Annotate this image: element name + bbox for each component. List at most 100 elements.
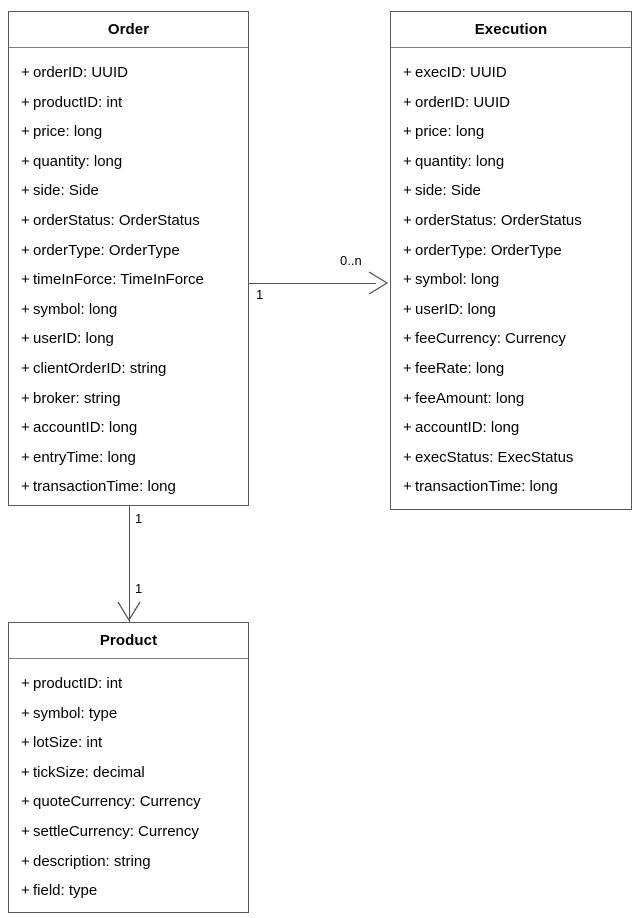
arrowhead-open-icon <box>117 601 141 622</box>
visibility-marker: + <box>403 152 412 170</box>
attribute-row: +orderType: OrderType <box>391 236 631 266</box>
visibility-marker: + <box>21 419 30 437</box>
attribute-text: execID: UUID <box>415 64 507 81</box>
attribute-text: feeRate: long <box>415 359 505 377</box>
attribute-text: broker: string <box>33 389 121 407</box>
attribute-row: +productID: int <box>9 669 248 699</box>
attribute-row: +feeCurrency: Currency <box>391 324 631 354</box>
visibility-marker: + <box>403 389 412 407</box>
class-title-product: Product <box>9 623 248 659</box>
class-attributes-product: +productID: int +symbol: type +lotSize: … <box>9 659 248 914</box>
association-line-order-product[interactable] <box>129 506 130 622</box>
uml-class-product[interactable]: Product +productID: int +symbol: type +l… <box>8 622 249 913</box>
multiplicity-label-order-product-target: 1 <box>135 581 143 596</box>
attribute-row: +feeAmount: long <box>391 384 631 414</box>
attribute-row: +symbol: long <box>391 265 631 295</box>
multiplicity-label-order-execution-target: 0..n <box>340 253 362 268</box>
attribute-row: +clientOrderID: string <box>9 354 248 384</box>
attribute-row: +symbol: long <box>9 295 248 325</box>
attribute-row: +orderStatus: OrderStatus <box>391 206 631 236</box>
attribute-text: side: Side <box>415 182 481 200</box>
attribute-row: +price: long <box>391 117 631 147</box>
visibility-marker: + <box>21 448 30 466</box>
attribute-text: price: long <box>415 123 485 141</box>
visibility-marker: + <box>21 359 30 377</box>
visibility-marker: + <box>21 123 30 141</box>
visibility-marker: + <box>21 182 30 200</box>
attribute-text: feeCurrency: Currency <box>415 330 566 348</box>
attribute-text: description: string <box>33 852 151 870</box>
visibility-marker: + <box>403 300 412 318</box>
attribute-text: productID: int <box>33 675 123 692</box>
attribute-row: +broker: string <box>9 384 248 414</box>
attribute-row: +price: long <box>9 117 248 147</box>
class-attributes-execution: +execID: UUID +orderID: UUID +price: lon… <box>391 48 631 510</box>
attribute-row: +orderStatus: OrderStatus <box>9 206 248 236</box>
attribute-text: symbol: type <box>33 704 118 722</box>
visibility-marker: + <box>21 822 30 840</box>
visibility-marker: + <box>21 704 30 722</box>
visibility-marker: + <box>403 359 412 377</box>
attribute-text: transactionTime: long <box>33 478 176 496</box>
attribute-text: orderType: OrderType <box>415 241 562 259</box>
attribute-text: clientOrderID: string <box>33 359 167 377</box>
attribute-text: quantity: long <box>415 152 505 170</box>
attribute-row: +userID: long <box>9 324 248 354</box>
attribute-text: entryTime: long <box>33 448 136 466</box>
uml-class-order[interactable]: Order +orderID: UUID +productID: int +pr… <box>8 11 249 506</box>
attribute-row: +side: Side <box>391 176 631 206</box>
attribute-text: accountID: long <box>33 419 138 437</box>
visibility-marker: + <box>403 211 412 229</box>
attribute-row: +feeRate: long <box>391 354 631 384</box>
attribute-text: lotSize: int <box>33 734 103 752</box>
attribute-text: quoteCurrency: Currency <box>33 793 201 811</box>
attribute-row: +quoteCurrency: Currency <box>9 787 248 817</box>
attribute-text: execStatus: ExecStatus <box>415 448 574 466</box>
visibility-marker: + <box>21 152 30 170</box>
visibility-marker: + <box>21 763 30 781</box>
attribute-text: field: type <box>33 882 98 900</box>
multiplicity-label-order-product-source: 1 <box>135 511 143 526</box>
attribute-text: userID: long <box>33 330 114 348</box>
visibility-marker: + <box>21 389 30 407</box>
attribute-text: quantity: long <box>33 152 123 170</box>
attribute-text: timeInForce: TimeInForce <box>33 271 204 289</box>
attribute-row: +orderID: UUID <box>391 88 631 118</box>
attribute-row: +accountID: long <box>391 413 631 443</box>
visibility-marker: + <box>403 241 412 259</box>
attribute-text: orderID: UUID <box>33 64 129 81</box>
uml-class-execution[interactable]: Execution +execID: UUID +orderID: UUID +… <box>390 11 632 510</box>
attribute-text: orderType: OrderType <box>33 241 180 259</box>
attribute-text: orderStatus: OrderStatus <box>33 211 200 229</box>
visibility-marker: + <box>403 64 412 81</box>
attribute-text: settleCurrency: Currency <box>33 822 199 840</box>
visibility-marker: + <box>21 882 30 900</box>
visibility-marker: + <box>21 675 30 692</box>
attribute-row: +quantity: long <box>391 147 631 177</box>
attribute-row: +timeInForce: TimeInForce <box>9 265 248 295</box>
attribute-text: accountID: long <box>415 419 520 437</box>
visibility-marker: + <box>21 793 30 811</box>
attribute-row: +accountID: long <box>9 413 248 443</box>
visibility-marker: + <box>21 852 30 870</box>
attribute-row: +productID: int <box>9 88 248 118</box>
attribute-row: +description: string <box>9 847 248 877</box>
attribute-text: orderID: UUID <box>415 93 511 111</box>
attribute-text: orderStatus: OrderStatus <box>415 211 582 229</box>
attribute-row: +execStatus: ExecStatus <box>391 443 631 473</box>
attribute-text: price: long <box>33 123 103 141</box>
visibility-marker: + <box>403 330 412 348</box>
visibility-marker: + <box>403 478 412 496</box>
visibility-marker: + <box>403 448 412 466</box>
visibility-marker: + <box>403 123 412 141</box>
visibility-marker: + <box>21 330 30 348</box>
attribute-row: +execID: UUID <box>391 58 631 88</box>
visibility-marker: + <box>403 182 412 200</box>
attribute-text: side: Side <box>33 182 99 200</box>
visibility-marker: + <box>21 241 30 259</box>
attribute-row: +lotSize: int <box>9 728 248 758</box>
attribute-text: symbol: long <box>415 271 500 289</box>
association-line-order-execution[interactable] <box>249 283 376 284</box>
visibility-marker: + <box>403 93 412 111</box>
